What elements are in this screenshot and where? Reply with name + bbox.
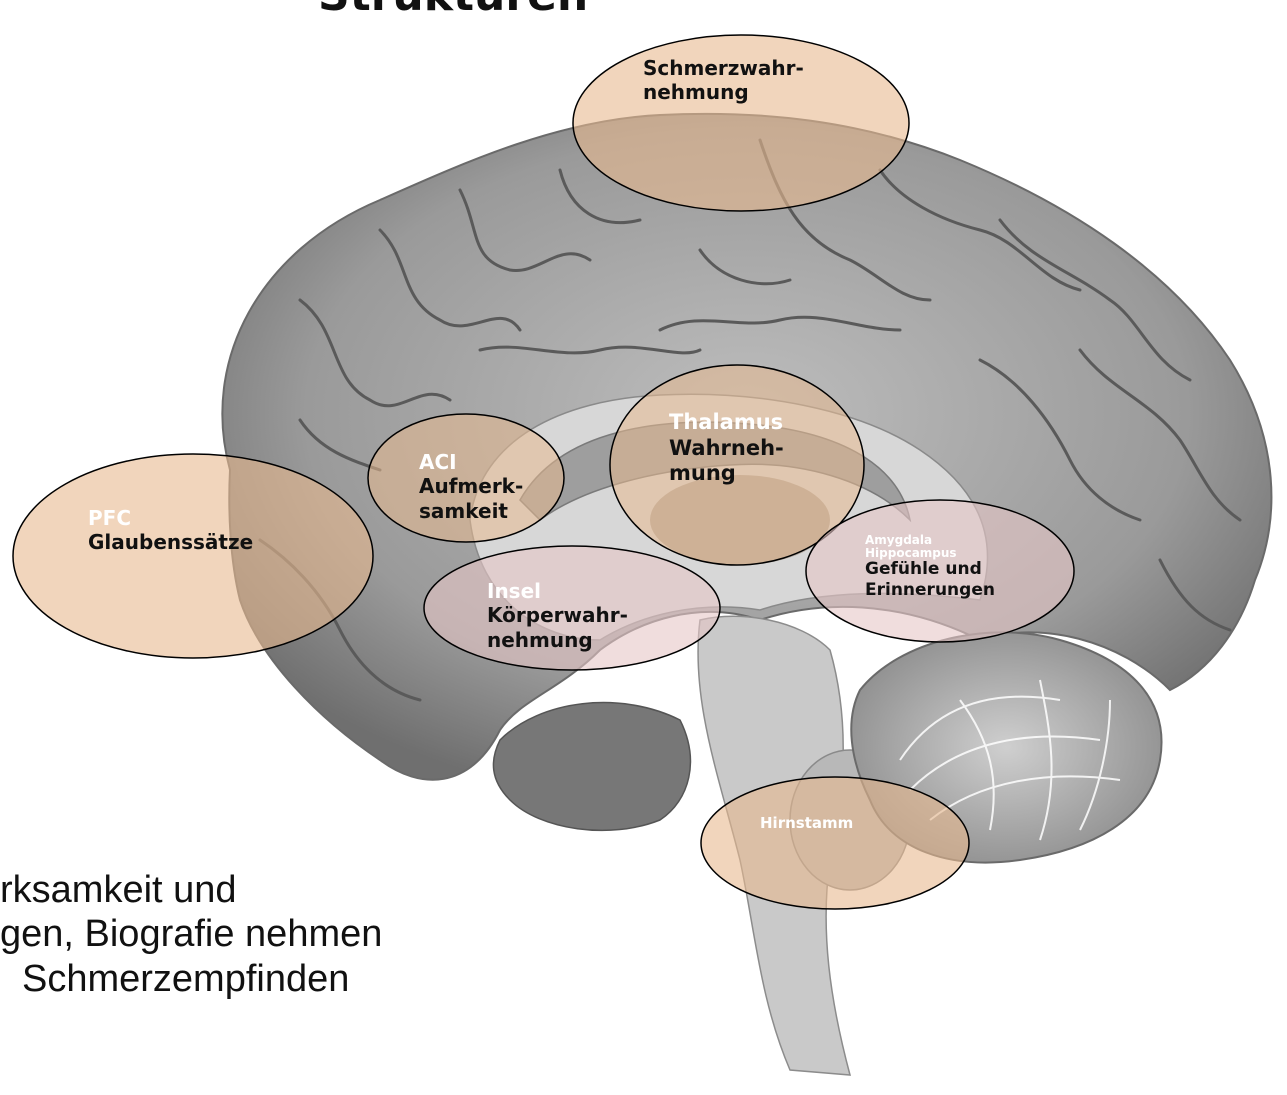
- label-pfc: PFC Glaubenssätze: [88, 506, 253, 555]
- ellipse-hirnstamm: [701, 777, 969, 909]
- label-insel: Insel Körperwahr- nehmung: [487, 579, 628, 652]
- label-hirnstamm: Hirnstamm: [760, 814, 853, 832]
- label-aci: ACI Aufmerk- samkeit: [419, 450, 523, 523]
- bottom-text-line2: gen, Biografie nehmen: [0, 912, 382, 956]
- label-insel-line1: Körperwahr-: [487, 603, 628, 627]
- label-thalamus-name: Thalamus: [669, 410, 784, 436]
- label-pain-line2: nehmung: [643, 80, 804, 104]
- label-thalamus-line2: mung: [669, 461, 784, 487]
- label-aci-line2: samkeit: [419, 499, 523, 523]
- page-title: Strukturen: [318, 0, 588, 21]
- label-amygdala-line1: Gefühle und: [865, 559, 995, 580]
- ellipse-pfc: [13, 454, 373, 658]
- label-insel-name: Insel: [487, 579, 628, 603]
- label-aci-name: ACI: [419, 450, 523, 474]
- label-insel-line2: nehmung: [487, 628, 628, 652]
- temporal-lobe: [493, 703, 690, 831]
- label-pain: Schmerzwahr- nehmung: [643, 56, 804, 105]
- label-thalamus-line1: Wahrneh-: [669, 436, 784, 462]
- label-pain-line1: Schmerzwahr-: [643, 56, 804, 80]
- label-amygdala-line2: Erinnerungen: [865, 580, 995, 600]
- label-pfc-name: PFC: [88, 506, 253, 530]
- label-thalamus: Thalamus Wahrneh- mung: [669, 410, 784, 487]
- label-amygdala-name2: Hippocampus: [865, 547, 995, 560]
- label-amygdala: Amygdala Hippocampus Gefühle und Erinner…: [865, 534, 995, 601]
- label-aci-line1: Aufmerk-: [419, 474, 523, 498]
- bottom-text-line3: Schmerzempfinden: [0, 957, 382, 1001]
- bottom-text-line1: rksamkeit und: [0, 868, 382, 912]
- label-amygdala-name1: Amygdala: [865, 534, 995, 547]
- bottom-text: rksamkeit und gen, Biografie nehmen Schm…: [0, 868, 382, 1001]
- label-pfc-desc: Glaubenssätze: [88, 530, 253, 554]
